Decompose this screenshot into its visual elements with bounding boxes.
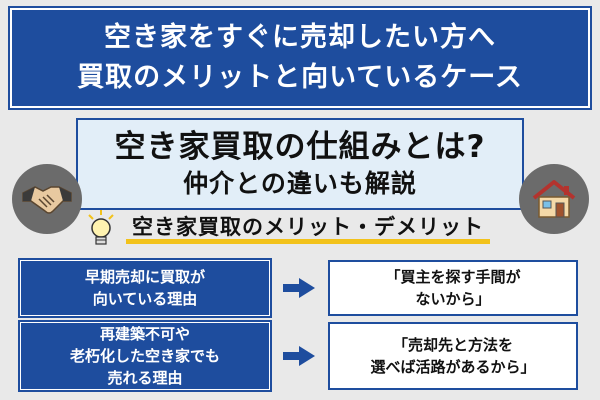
- arrow-right-icon: [283, 278, 315, 298]
- reason-box-old-house: 再建築不可や 老朽化した空き家でも 売れる理由: [18, 320, 272, 392]
- arrow-right-icon: [283, 346, 315, 366]
- answer-box-early-sale: 「買主を探す手間が ないから」: [328, 260, 578, 316]
- reason-box-early-sale: 早期売却に買取が 向いている理由: [18, 258, 272, 318]
- answer-line: 「買主を探す手間が: [385, 268, 521, 286]
- answer-box-old-house: 「売却先と方法を 選べば活路があるから」: [328, 322, 578, 390]
- banner-line-1: 空き家をすぐに売却したい方へ: [104, 22, 496, 53]
- answer-line: 「売却先と方法を: [392, 336, 513, 354]
- reason-line: 再建築不可や: [99, 325, 190, 343]
- section-heading: 空き家買取のメリット・デメリット: [126, 214, 490, 244]
- subtitle-box: 空き家買取の仕組みとは? 仲介との違いも解説: [76, 118, 524, 210]
- reason-line: 早期売却に買取が: [84, 268, 205, 286]
- banner-line-2: 買取のメリットと向いているケース: [77, 62, 523, 93]
- reason-line: 売れる理由: [107, 369, 183, 387]
- answer-line: ないから」: [415, 290, 491, 308]
- lightbulb-icon: [86, 210, 116, 250]
- answer-line: 選べば活路があるから」: [370, 358, 536, 376]
- reason-line: 老朽化した空き家でも: [69, 347, 220, 365]
- house-icon: [519, 164, 589, 234]
- subtitle-line-1: 空き家買取の仕組みとは?: [114, 129, 486, 165]
- title-banner: 空き家をすぐに売却したい方へ 買取のメリットと向いているケース: [8, 6, 592, 110]
- reason-line: 向いている理由: [92, 290, 198, 308]
- subtitle-line-2: 仲介との違いも解説: [183, 169, 417, 198]
- handshake-icon: [12, 164, 82, 234]
